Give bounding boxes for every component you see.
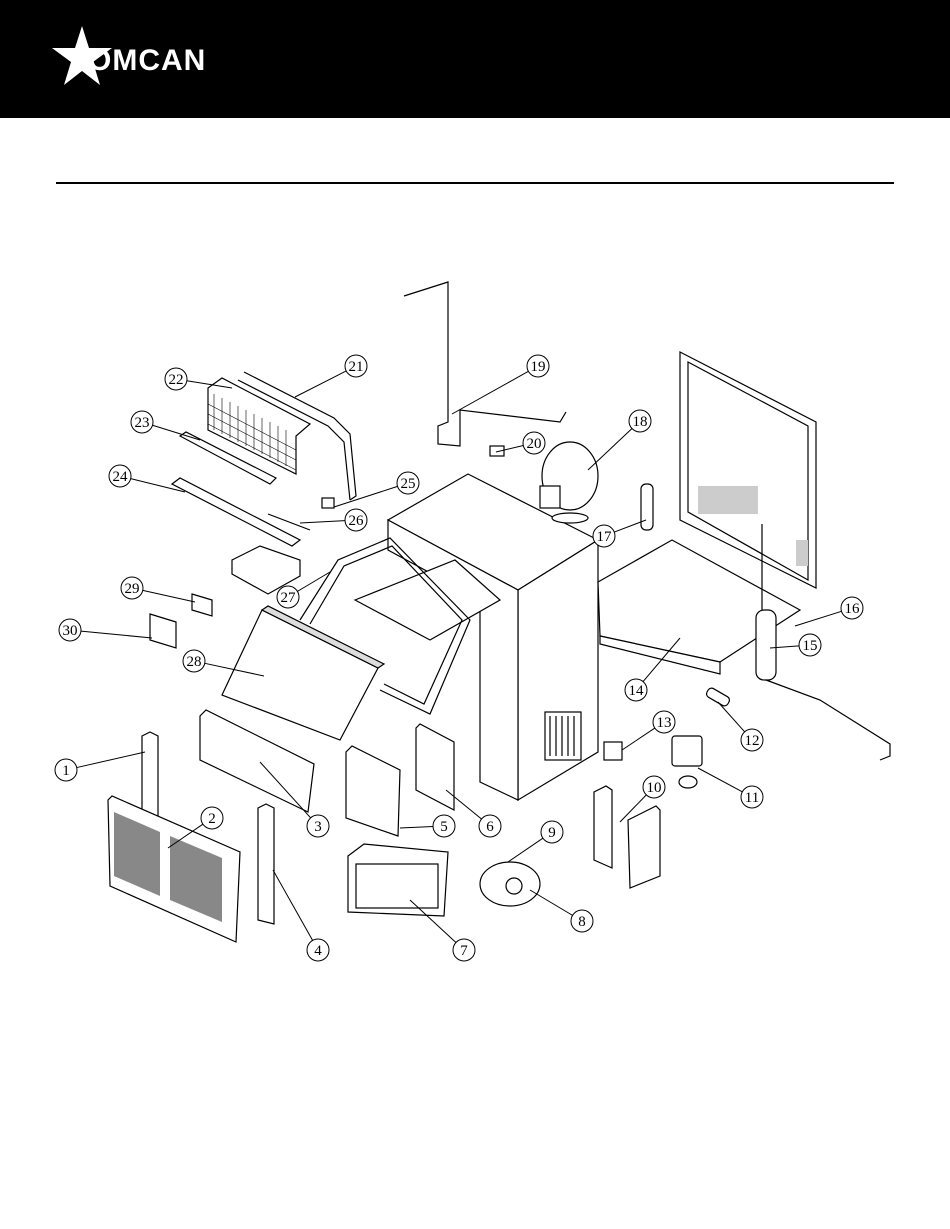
callout-leader bbox=[273, 870, 313, 940]
callout-number: 8 bbox=[578, 914, 586, 930]
callout-1: 1 bbox=[55, 752, 145, 781]
callout-4: 4 bbox=[273, 870, 329, 961]
callout-26: 26 bbox=[300, 509, 367, 531]
callout-number: 15 bbox=[803, 638, 818, 654]
callout-number: 2 bbox=[208, 811, 216, 827]
callout-30: 30 bbox=[59, 619, 152, 641]
callout-number: 19 bbox=[531, 359, 546, 375]
callout-number: 12 bbox=[745, 733, 760, 749]
callout-leader bbox=[530, 890, 573, 915]
mount-bracket bbox=[594, 786, 660, 888]
callout-leader bbox=[400, 826, 433, 828]
callout-leader bbox=[297, 572, 330, 591]
sensor-cylinder bbox=[705, 687, 731, 708]
callout-number: 28 bbox=[187, 654, 202, 670]
callout-number: 6 bbox=[486, 819, 494, 835]
callout-leader bbox=[698, 768, 742, 792]
water-tray bbox=[172, 478, 300, 594]
callout-number: 7 bbox=[460, 943, 468, 959]
water-pump bbox=[672, 736, 702, 788]
callout-leader bbox=[718, 702, 745, 732]
callout-9: 9 bbox=[508, 821, 563, 862]
callout-number: 21 bbox=[349, 359, 364, 375]
callout-number: 13 bbox=[657, 715, 672, 731]
callout-number: 23 bbox=[135, 415, 150, 431]
fan-shroud bbox=[348, 844, 448, 916]
callout-leader bbox=[795, 611, 842, 626]
callout-11: 11 bbox=[698, 768, 763, 808]
callout-number: 9 bbox=[548, 825, 556, 841]
callout-number: 3 bbox=[314, 819, 322, 835]
callout-leader bbox=[300, 521, 345, 523]
filter-drier bbox=[641, 484, 653, 530]
bin-plate bbox=[416, 724, 454, 810]
callout-number: 26 bbox=[349, 513, 365, 529]
callout-number: 1 bbox=[62, 763, 70, 779]
callout-number: 17 bbox=[597, 529, 613, 545]
condenser-fan bbox=[480, 862, 540, 906]
callout-8: 8 bbox=[530, 890, 593, 932]
control-board-small bbox=[192, 594, 212, 616]
callout-leader bbox=[334, 486, 398, 507]
callout-number: 30 bbox=[63, 623, 78, 639]
callout-number: 29 bbox=[125, 581, 140, 597]
callout-number: 27 bbox=[281, 590, 297, 606]
callout-13: 13 bbox=[622, 711, 675, 750]
solenoid-valve bbox=[604, 742, 622, 760]
callout-29: 29 bbox=[121, 577, 195, 602]
callout-19: 19 bbox=[452, 355, 549, 414]
callout-leader bbox=[622, 728, 655, 750]
callout-leader bbox=[143, 590, 195, 602]
callout-17: 17 bbox=[593, 520, 646, 547]
callout-16: 16 bbox=[795, 597, 863, 626]
callout-number: 5 bbox=[440, 819, 448, 835]
callout-15: 15 bbox=[770, 634, 821, 656]
callout-number: 4 bbox=[314, 943, 322, 959]
callout-leader bbox=[77, 752, 145, 768]
callout-number: 14 bbox=[629, 683, 645, 699]
callout-leader bbox=[153, 425, 200, 440]
bin-frame bbox=[346, 746, 400, 836]
control-panel bbox=[200, 710, 314, 812]
callout-25: 25 bbox=[334, 472, 419, 507]
compressor bbox=[540, 442, 598, 523]
callout-21: 21 bbox=[295, 355, 367, 397]
callout-number: 16 bbox=[845, 601, 861, 617]
callout-12: 12 bbox=[718, 702, 763, 751]
callout-18: 18 bbox=[588, 410, 651, 470]
callout-number: 22 bbox=[169, 372, 184, 388]
side-strip-right bbox=[258, 804, 274, 924]
callout-number: 11 bbox=[745, 790, 759, 806]
control-board bbox=[150, 614, 176, 648]
callout-leader bbox=[81, 631, 152, 638]
back-panel bbox=[680, 352, 816, 588]
callout-number: 25 bbox=[401, 476, 416, 492]
callout-number: 20 bbox=[527, 436, 542, 452]
callout-leader bbox=[508, 838, 543, 862]
callout-5: 5 bbox=[400, 815, 455, 837]
callout-leader bbox=[588, 429, 632, 470]
callout-leader bbox=[452, 371, 528, 414]
callout-24: 24 bbox=[109, 465, 185, 492]
sensor-part bbox=[322, 498, 334, 508]
door-panel bbox=[222, 606, 384, 740]
callout-number: 10 bbox=[647, 780, 662, 796]
callout-number: 18 bbox=[633, 414, 648, 430]
callout-number: 24 bbox=[113, 469, 129, 485]
callout-20: 20 bbox=[496, 432, 545, 454]
callout-leader bbox=[295, 371, 346, 397]
